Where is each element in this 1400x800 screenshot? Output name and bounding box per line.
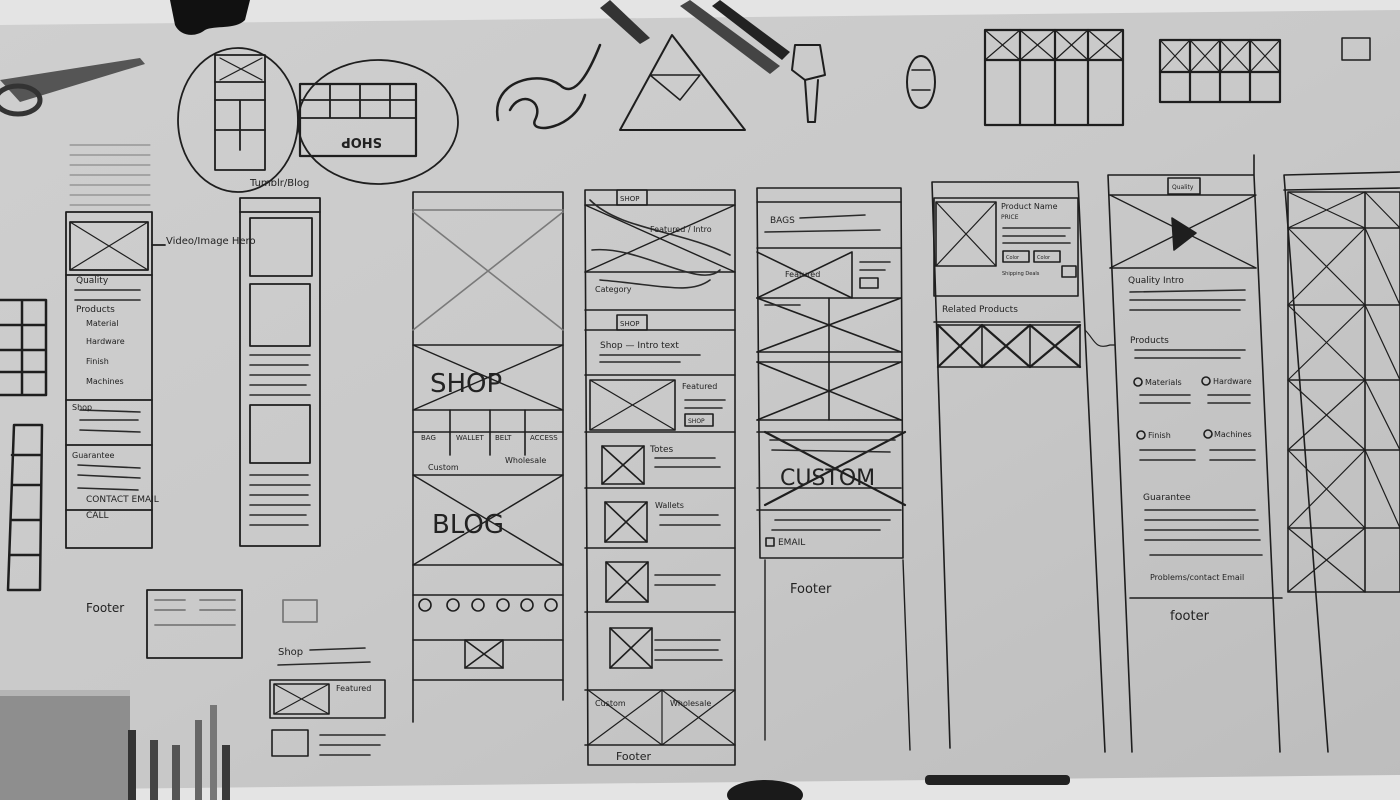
pencil-cup	[128, 705, 230, 800]
col1-item-2: Finish	[86, 357, 109, 366]
col4-footer: Footer	[616, 750, 651, 763]
col4-intro: Shop — Intro text	[600, 341, 679, 351]
col3-wholesale: Wholesale	[505, 456, 546, 465]
col4-shop-top: SHOP	[620, 195, 639, 203]
markers	[600, 0, 790, 74]
col1-call: CALL	[86, 511, 108, 521]
col1-mobile-home	[65, 211, 166, 549]
shop-sketch	[269, 647, 386, 757]
col5-featured: Featured	[785, 270, 820, 279]
col7-machines: Machines	[1214, 430, 1252, 439]
col8-gallery-grid	[1283, 171, 1400, 753]
col5-extension	[764, 559, 911, 751]
col5-email: EMAIL	[778, 538, 805, 548]
col7-quality-intro: Quality Intro	[1128, 276, 1184, 286]
left-grid-sketch	[0, 298, 48, 592]
col6-related: Related Products	[942, 305, 1018, 315]
col6-color1: Color	[1006, 255, 1020, 261]
col6-price: PRICE	[1001, 214, 1019, 221]
col5-footer: Footer	[790, 582, 832, 597]
shop-sketch-label: Shop	[278, 647, 303, 658]
col3-cat-1: WALLET	[456, 434, 485, 442]
col3-cat-0: BAG	[421, 434, 436, 442]
col4-featured: Featured	[682, 382, 717, 391]
mouse	[727, 780, 803, 800]
shop-logo-text: SHOP	[341, 134, 382, 149]
tumblr-blog-label: Tumblr/Blog	[249, 178, 309, 189]
col4-category: Category	[595, 285, 632, 294]
col4-wholesale: Wholesale	[670, 699, 711, 708]
top-grid-sketches	[983, 28, 1371, 127]
col3-cat-3: ACCESS	[530, 434, 558, 442]
col7-products: Products	[1130, 336, 1169, 346]
col5-category-page	[756, 187, 907, 559]
col7-quality-page	[1107, 154, 1283, 753]
col1-contact: CONTACT EMAIL	[86, 495, 159, 505]
col7-finish: Finish	[1148, 431, 1171, 440]
glove	[170, 0, 250, 35]
col1-products: Products	[76, 305, 115, 315]
col7-tab: Quality	[1172, 184, 1194, 191]
col7-materials: Materials	[1145, 378, 1182, 387]
col6-shipping: Shipping Deals	[1002, 271, 1040, 277]
col3-desktop-home	[412, 191, 564, 723]
col3-cat-2: BELT	[495, 434, 512, 442]
featured-sketch-label: Featured	[336, 684, 371, 693]
col1-shop: Shop	[72, 403, 92, 412]
col4-shop-btn: SHOP	[620, 320, 639, 328]
col5-bags: BAGS	[770, 216, 795, 226]
col6-product-page	[931, 181, 1116, 753]
col1-guarantee: Guarantee	[72, 451, 114, 460]
key	[791, 44, 826, 123]
col1-item-3: Machines	[86, 377, 124, 386]
col6-color2: Color	[1037, 255, 1051, 261]
scissors	[0, 58, 145, 117]
notebook	[0, 690, 130, 800]
col4-featured-intro: Featured / Intro	[650, 225, 712, 234]
col1-item-1: Hardware	[86, 337, 125, 346]
col3-custom: Custom	[428, 463, 459, 472]
col2-mobile-blog	[239, 197, 321, 547]
logo-sketches	[495, 34, 936, 131]
col7-problems: Problems/contact Email	[1150, 573, 1244, 582]
col3-blog-text: BLOG	[432, 510, 504, 540]
col3-hero-text: SHOP	[430, 369, 502, 399]
col6-product-name: Product Name	[1001, 202, 1058, 211]
col4-wallets: Wallets	[655, 501, 684, 510]
col4-custom: Custom	[595, 699, 626, 708]
tumblr-blog-circles	[177, 47, 459, 193]
col7-footer: footer	[1170, 609, 1210, 624]
col1-pencil-list	[69, 144, 151, 206]
col1-item-0: Material	[86, 319, 119, 328]
col4-totes: Totes	[649, 445, 674, 455]
footer-label: Footer	[86, 601, 124, 615]
col7-hardware: Hardware	[1213, 377, 1252, 386]
pen	[925, 775, 1070, 785]
col1-quality: Quality	[76, 276, 109, 286]
col4-shop-btn2: SHOP	[688, 418, 705, 425]
col7-guarantee: Guarantee	[1143, 493, 1191, 503]
col5-custom: CUSTOM	[780, 466, 875, 491]
col4-shop-page	[584, 189, 736, 766]
footer-sketch	[146, 589, 318, 659]
col1-annotation: Video/Image Hero	[166, 236, 256, 247]
